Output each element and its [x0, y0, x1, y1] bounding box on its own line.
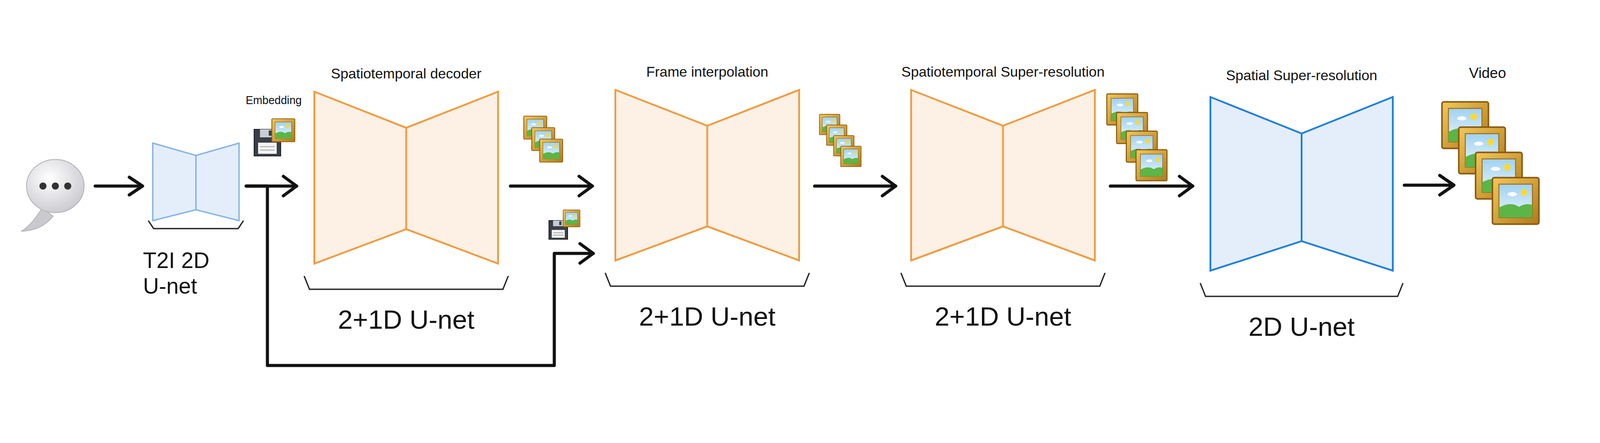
architecture-label: 2D U-net [1248, 311, 1355, 342]
bracket [148, 220, 244, 229]
architecture-label: T2I 2D U-net [142, 247, 230, 299]
unet-block: Frame interpolation2+1D U-net [615, 89, 800, 261]
unet-bottleneck [405, 127, 408, 229]
unet-shape [911, 89, 1095, 261]
output-arrow [1404, 175, 1454, 195]
embedding-label: Embedding [245, 93, 302, 107]
unet-block: Spatial Super-resolution2D U-net [1210, 96, 1393, 271]
arrowhead [1179, 176, 1193, 196]
architecture-label: 2+1D U-net [934, 301, 1072, 332]
architecture-label: 2+1D U-net [337, 304, 475, 335]
connector-line [1110, 184, 1193, 188]
bracket [900, 272, 1106, 286]
unet-shape [1210, 96, 1393, 271]
connector-line [814, 184, 896, 188]
unet-outline [314, 91, 499, 264]
picture-frame [1492, 177, 1539, 225]
picture-frame [563, 209, 580, 227]
unet-bottleneck [1002, 125, 1005, 227]
flow-arrow [814, 176, 896, 196]
unet-outline [911, 89, 1095, 261]
stage-title: Spatial Super-resolution [1225, 67, 1378, 84]
picture-frame [271, 118, 295, 142]
unet-block: T2I 2D U-net [152, 142, 240, 221]
arrowhead [283, 176, 297, 196]
stage-title: Spatiotemporal decoder [331, 65, 482, 82]
unet-shape [152, 142, 240, 221]
unet-shape [314, 91, 499, 264]
bracket [605, 272, 810, 286]
unet-outline [1210, 96, 1393, 271]
stage-title: Frame interpolation [646, 63, 769, 81]
flow-arrow [510, 176, 593, 196]
arrowhead [579, 176, 593, 196]
video-label: Video [1468, 64, 1507, 82]
arrowhead [882, 176, 896, 196]
stage-title: Spatiotemporal Super-resolution [901, 63, 1105, 81]
unet-block: Spatiotemporal Super-resolution2+1D U-ne… [911, 89, 1095, 261]
connector-line [510, 184, 593, 188]
unet-outline [615, 89, 800, 261]
architecture-label: 2+1D U-net [638, 301, 776, 332]
unet-block: Spatiotemporal decoder2+1D U-net [314, 91, 499, 264]
bracket [1200, 282, 1403, 297]
speech-bubble [21, 159, 85, 232]
unet-shape [615, 89, 800, 261]
picture-frame [840, 146, 862, 167]
picture-frame [1136, 149, 1168, 181]
picture-frame [539, 139, 563, 163]
unet-bottleneck [195, 155, 197, 210]
bubble-arrow [95, 177, 143, 195]
unet-bottleneck [1300, 133, 1303, 241]
unet-bottleneck [706, 125, 709, 227]
arrowhead [579, 243, 594, 263]
unet-outline [152, 142, 240, 221]
flow-arrow [1110, 176, 1193, 196]
bracket [304, 275, 509, 290]
